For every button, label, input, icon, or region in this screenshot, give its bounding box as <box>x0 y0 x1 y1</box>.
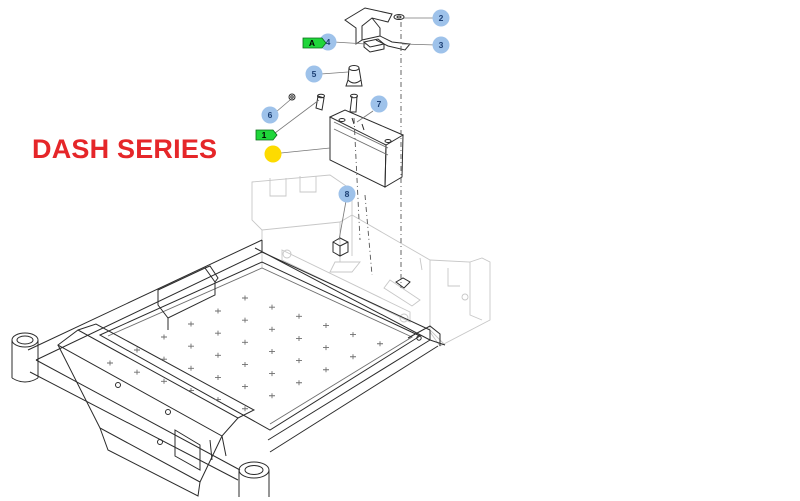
deck-fastener <box>296 313 302 319</box>
deck-fastener <box>161 356 167 362</box>
deck-fastener <box>242 339 248 345</box>
tag-1: 1 <box>255 129 278 141</box>
callout-6: 6 <box>261 106 279 124</box>
callout-5: 5 <box>305 65 323 83</box>
callout-2: 2 <box>432 9 450 27</box>
deck-fastener <box>323 367 329 373</box>
deck-fastener <box>377 341 383 347</box>
callout-label: 4 <box>326 37 331 47</box>
deck-fastener <box>215 374 221 380</box>
leader-lines <box>274 17 438 241</box>
deck-fastener <box>242 295 248 301</box>
battery-tray-mount <box>332 237 411 289</box>
deck-fastener-grid <box>107 295 383 412</box>
deck-fastener <box>215 330 221 336</box>
deck-fastener <box>134 369 140 375</box>
deck-fastener <box>215 352 221 358</box>
deck-fastener <box>161 334 167 340</box>
tag-a: A <box>302 37 327 49</box>
deck-fastener <box>323 322 329 328</box>
deck-base <box>11 239 446 497</box>
deck-fastener <box>269 348 275 354</box>
deck-fastener <box>188 365 194 371</box>
deck-fastener <box>296 335 302 341</box>
deck-fastener <box>269 393 275 399</box>
deck-fastener <box>323 345 329 351</box>
deck-fastener <box>296 380 302 386</box>
center-line-frame <box>364 194 373 276</box>
tag-label: A <box>309 38 315 48</box>
terminal-cap-part <box>345 65 363 87</box>
page-title: DASH SERIES <box>32 134 218 164</box>
callout-label: 2 <box>439 13 444 23</box>
deck-fastener <box>242 384 248 390</box>
deck-fastener <box>350 332 356 338</box>
chassis-frame <box>251 174 491 347</box>
deck-fastener <box>215 397 221 403</box>
callout-label: 6 <box>268 110 273 120</box>
deck-fastener <box>188 343 194 349</box>
deck-fastener <box>350 354 356 360</box>
callout-7: 7 <box>370 95 388 113</box>
deck-fastener <box>188 321 194 327</box>
yellow-marker-dot <box>264 145 282 163</box>
callout-label: 3 <box>439 40 444 50</box>
callout-label: 7 <box>377 99 382 109</box>
deck-fastener <box>134 347 140 353</box>
deck-fastener <box>242 406 248 412</box>
callout-3: 3 <box>432 36 450 54</box>
deck-fastener <box>269 304 275 310</box>
deck-fastener <box>269 326 275 332</box>
rubber-pad-part <box>362 38 386 53</box>
deck-fastener <box>242 317 248 323</box>
tag-label: 1 <box>262 130 267 140</box>
deck-fastener <box>188 387 194 393</box>
deck-fastener <box>242 361 248 367</box>
deck-fastener <box>215 308 221 314</box>
battery-part <box>328 109 405 188</box>
callout-8: 8 <box>338 185 356 203</box>
deck-fastener <box>269 371 275 377</box>
callout-label: 5 <box>312 69 317 79</box>
deck-fastener <box>107 360 113 366</box>
battery-hold-down-bracket <box>344 7 411 51</box>
callout-label: 8 <box>345 189 350 199</box>
center-line-bolt <box>353 117 361 241</box>
bolts-and-nut <box>288 93 358 113</box>
deck-fastener <box>296 358 302 364</box>
deck-fastener <box>161 378 167 384</box>
